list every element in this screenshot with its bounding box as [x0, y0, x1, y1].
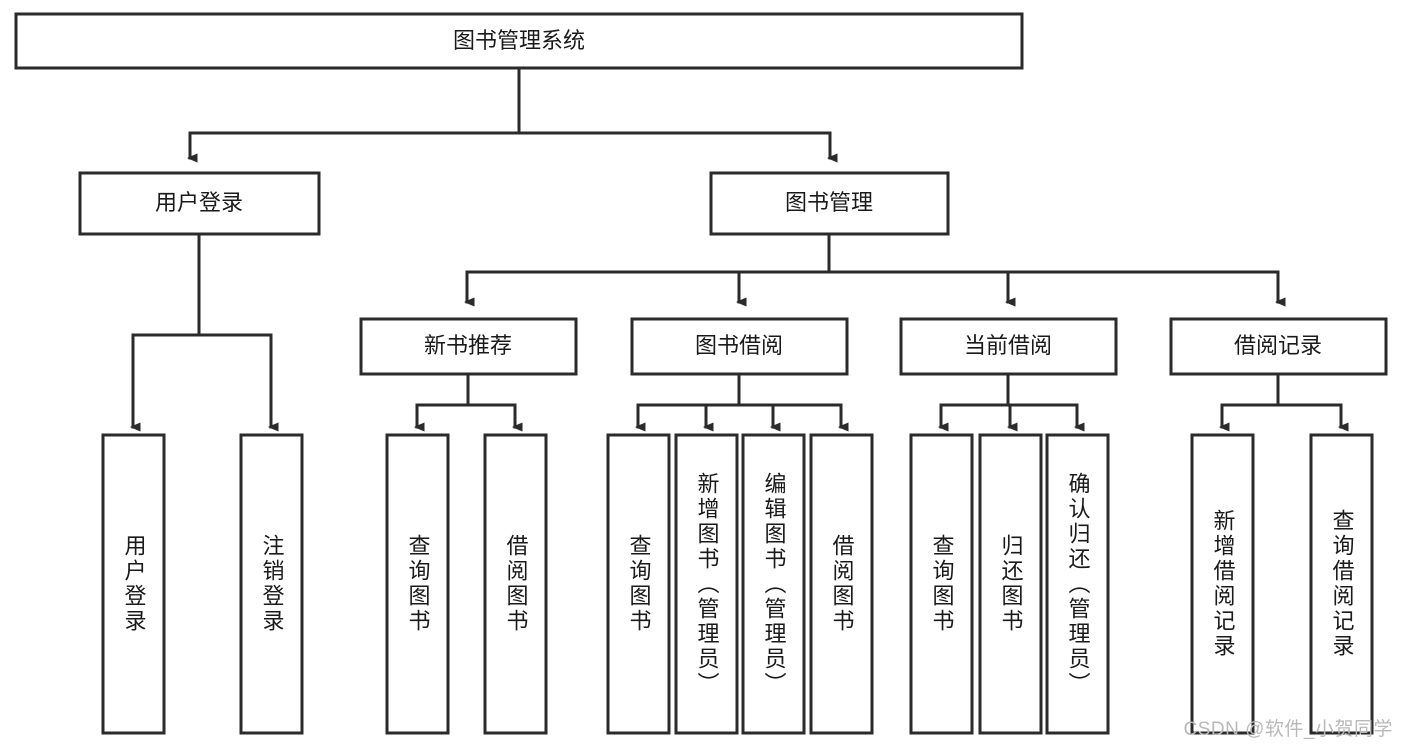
node-leaf-confirm-return[interactable]: [1045, 433, 1110, 735]
node-user-login[interactable]: 用户登录: [78, 171, 321, 236]
node-borrow-record-label: 借阅记录: [1234, 333, 1322, 358]
connector-currentborrow-to-leaves: [941, 372, 1077, 427]
node-new-book-recommend[interactable]: 新书推荐: [359, 317, 578, 376]
node-leaf-return-book[interactable]: [978, 433, 1043, 735]
connector-userlogin-to-leaves: [133, 232, 271, 427]
node-leaf-borrow-book[interactable]: [809, 433, 874, 735]
node-leaf-query-record[interactable]: [1309, 433, 1374, 735]
node-leaf-borrow-book-rec[interactable]: [483, 433, 548, 735]
watermark-text: CSDN @软件_小贺同学: [1183, 719, 1393, 740]
node-leaf-query-book-rec[interactable]: [385, 433, 450, 735]
connector-borrowrecord-to-leaves: [1222, 372, 1341, 427]
node-current-borrow[interactable]: 当前借阅: [899, 317, 1118, 376]
node-book-borrow-label: 图书借阅: [695, 333, 783, 358]
node-root-label: 图书管理系统: [453, 28, 585, 53]
connector-bookborrow-to-leaves: [638, 372, 841, 427]
connector-newbook-to-leaves: [417, 372, 515, 427]
node-leaf-logout[interactable]: [239, 433, 304, 735]
node-leaf-query-book-cur[interactable]: [909, 433, 974, 735]
node-book-management[interactable]: 图书管理: [709, 171, 950, 236]
node-book-management-label: 图书管理: [785, 190, 873, 215]
node-leaf-edit-book[interactable]: [741, 433, 806, 735]
node-root[interactable]: 图书管理系统: [14, 12, 1024, 70]
connector-root-to-level1: [190, 66, 830, 158]
node-borrow-record[interactable]: 借阅记录: [1169, 317, 1388, 376]
node-leaf-add-book[interactable]: [674, 433, 739, 735]
connector-bookmgmt-to-level2: [467, 232, 1278, 302]
node-leaf-query-book-borrow[interactable]: [606, 433, 671, 735]
node-leaf-user-login[interactable]: [101, 433, 166, 735]
node-user-login-label: 用户登录: [155, 190, 243, 215]
node-book-borrow[interactable]: 图书借阅: [630, 317, 849, 376]
node-current-borrow-label: 当前借阅: [964, 333, 1052, 358]
node-leaf-add-record[interactable]: [1190, 433, 1255, 735]
node-new-book-recommend-label: 新书推荐: [424, 333, 512, 358]
